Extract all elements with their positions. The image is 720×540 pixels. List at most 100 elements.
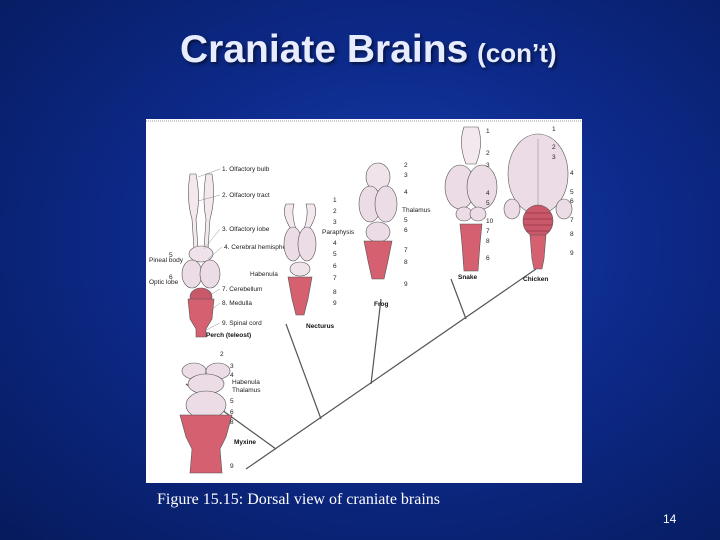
chicken-optic-left <box>503 198 521 220</box>
frog-label-thalamus: Thalamus <box>402 207 431 214</box>
chicken-number-2: 2 <box>552 144 556 151</box>
perch-side-number-6: 6 <box>169 274 173 281</box>
snake-number-2: 2 <box>486 150 490 157</box>
frog-number-5: 5 <box>404 217 408 224</box>
frog-labels: Thalamus 2 3 4 5 6 7 8 9 <box>402 162 431 288</box>
chicken-name: Chicken <box>523 276 548 283</box>
necturus-name: Necturus <box>306 323 335 330</box>
perch-olfactory-lobe <box>188 245 214 263</box>
figure-caption: Figure 15.15: Dorsal view of craniate br… <box>157 491 441 508</box>
snake-number-10: 10 <box>486 218 494 225</box>
chicken-number-6: 6 <box>570 198 574 205</box>
necturus-number-4: 4 <box>333 240 337 247</box>
perch-leader-9 <box>203 322 221 332</box>
necturus-number-3: 3 <box>333 219 337 226</box>
page-number: 14 <box>663 512 677 526</box>
frog-number-2: 2 <box>404 162 408 169</box>
frog-number-6: 6 <box>404 227 408 234</box>
snake-number-4: 4 <box>486 190 490 197</box>
tree-branch-necturus <box>285 323 322 420</box>
necturus-number-2: 2 <box>333 208 337 215</box>
myxine-labels: Habenula Thalamus 2 3 4 5 6 8 9 <box>220 351 261 470</box>
snake-number-8: 8 <box>486 238 490 245</box>
myxine-number-6: 6 <box>230 409 234 416</box>
frog-olfactory <box>365 162 391 192</box>
myxine-number-8: 8 <box>230 419 234 426</box>
necturus-label-paraphysis: Paraphysis <box>322 229 355 236</box>
title-sub: (con’t) <box>477 38 557 68</box>
necturus-number-8: 8 <box>333 289 337 296</box>
necturus-label-habenula: Habenula <box>250 271 278 278</box>
myxine-medulla <box>179 414 233 474</box>
chicken-optic-right <box>555 198 573 220</box>
frog-number-9: 9 <box>404 281 408 288</box>
myxine-number-9: 9 <box>230 463 234 470</box>
chicken-number-8: 8 <box>570 231 574 238</box>
snake-name: Snake <box>458 274 478 281</box>
frog-hemisphere-right <box>374 185 398 223</box>
myxine-name: Myxine <box>234 439 256 446</box>
snake-labels: 1 2 3 4 5 10 7 8 6 <box>486 128 494 262</box>
myxine-number-5: 5 <box>230 398 234 405</box>
frog-brain <box>358 162 398 280</box>
perch-label-2: 2. Olfactory tract <box>222 192 270 199</box>
necturus-olfactory-left <box>284 203 297 230</box>
snake-number-5: 5 <box>486 200 490 207</box>
necturus-number-9: 9 <box>333 300 337 307</box>
frog-number-3: 3 <box>404 172 408 179</box>
frog-optic-lobe <box>365 221 391 243</box>
frog-number-4: 4 <box>404 189 408 196</box>
chicken-number-7: 7 <box>570 217 574 224</box>
perch-side-label-pineal: Pineal body <box>149 257 184 264</box>
perch-leader-4 <box>207 246 223 260</box>
perch-side-number-5: 5 <box>169 252 173 259</box>
perch-labels: 1. Olfactory bulb 2. Olfactory tract 3. … <box>149 166 292 327</box>
frog-medulla <box>363 240 393 280</box>
snake-hemisphere-right <box>466 164 498 210</box>
perch-leader-7 <box>209 288 221 296</box>
chicken-number-5: 5 <box>570 189 574 196</box>
chicken-labels: 1 2 3 4 5 6 7 8 9 <box>552 126 574 257</box>
perch-leader-2 <box>197 194 221 202</box>
myxine-label-thalamus: Thalamus <box>232 387 261 394</box>
necturus-labels: Paraphysis Habenula 1 2 3 4 5 6 7 8 9 <box>250 197 355 307</box>
perch-brain <box>181 173 221 338</box>
perch-label-9: 9. Spinal cord <box>222 320 262 327</box>
necturus-number-5: 5 <box>333 251 337 258</box>
chicken-number-4: 4 <box>570 170 574 177</box>
snake-optic-left <box>455 206 473 222</box>
chicken-cerebellum <box>522 204 554 238</box>
slide-title: Craniate Brains (con’t) <box>180 28 557 72</box>
perch-label-1: 1. Olfactory bulb <box>222 166 270 173</box>
frog-name: Frog <box>374 301 388 308</box>
snake-optic-right <box>469 206 487 222</box>
tree-branch-frog <box>370 298 382 385</box>
perch-olfactory-tract-right <box>203 173 214 250</box>
tree-branch-snake <box>450 278 467 320</box>
necturus-diencephalon <box>289 261 311 277</box>
snake-number-1: 1 <box>486 128 490 135</box>
perch-label-8: 8. Medulla <box>222 300 252 307</box>
perch-optic-lobe-right <box>199 259 221 289</box>
chicken-brain <box>503 133 573 270</box>
title-main: Craniate Brains <box>180 28 469 71</box>
necturus-number-6: 6 <box>333 263 337 270</box>
perch-leader-8 <box>209 302 221 312</box>
myxine-number-4: 4 <box>230 372 234 379</box>
necturus-number-1: 1 <box>333 197 337 204</box>
brain-figure: 1. Olfactory bulb 2. Olfactory tract 3. … <box>146 119 582 483</box>
perch-medulla <box>187 298 215 338</box>
perch-name: Perch (teleost) <box>206 332 251 339</box>
myxine-brain <box>179 362 233 474</box>
perch-label-7: 7. Cerebellum <box>222 286 262 293</box>
brain-diagram: 1. Olfactory bulb 2. Olfactory tract 3. … <box>146 120 582 474</box>
perch-optic-lobe-left <box>181 259 203 289</box>
chicken-medulla <box>529 234 547 270</box>
perch-leader-1 <box>197 168 221 178</box>
necturus-number-7: 7 <box>333 275 337 282</box>
snake-medulla <box>459 223 483 272</box>
perch-label-3: 3. Olfactory lobe <box>222 226 270 233</box>
chicken-cerebellum-folds <box>524 212 552 232</box>
snake-brain <box>444 126 498 272</box>
necturus-hemisphere-right <box>297 226 317 262</box>
